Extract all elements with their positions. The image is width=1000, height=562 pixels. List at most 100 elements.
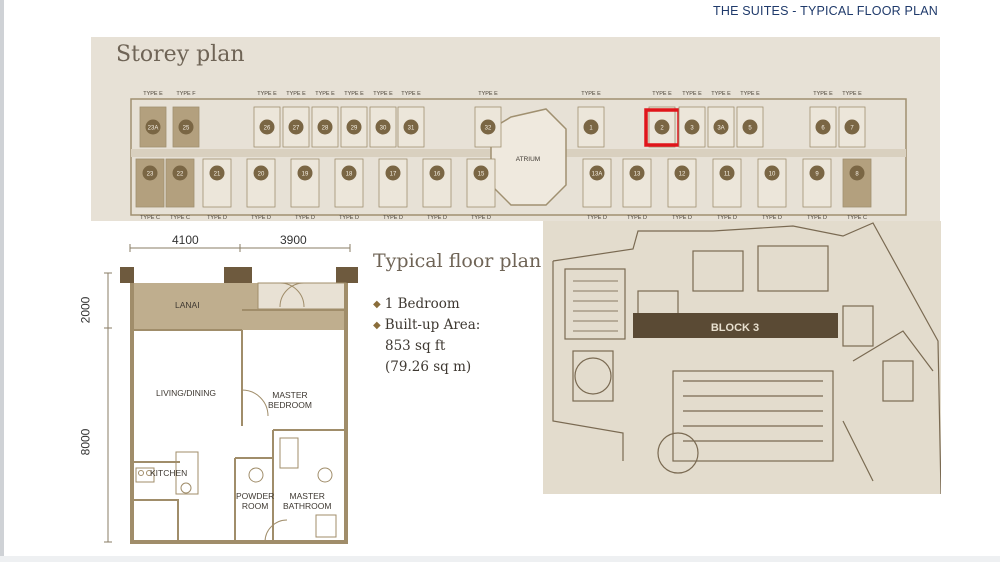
unit-type-label: TYPE C — [140, 215, 160, 221]
unit-type-label: TYPE D — [627, 215, 647, 221]
unit-marker — [713, 119, 729, 135]
built-up-area-label: Built-up Area: — [384, 317, 481, 333]
unit-number: 1 — [589, 126, 593, 132]
typical-heading: Typical floor plan — [373, 250, 542, 272]
unit-type-label: TYPE D — [762, 215, 782, 221]
unit-marker — [742, 119, 758, 135]
site-plan-drawing: BLOCK 3 — [552, 222, 941, 494]
room-label-kitchen: KITCHEN — [150, 468, 188, 478]
page-left-rule — [0, 0, 4, 562]
unit-number: 19 — [302, 172, 309, 178]
unit-type-label: TYPE E — [315, 91, 335, 97]
diamond-bullet-icon: ◆ — [373, 299, 381, 310]
unit-marker — [654, 119, 670, 135]
unit-marker — [142, 165, 158, 181]
block-3-building — [633, 313, 838, 338]
unit-marker — [259, 119, 275, 135]
unit-type-label: TYPE D — [383, 215, 403, 221]
unit-marker — [849, 165, 865, 181]
unit-type-label: TYPE C — [847, 215, 867, 221]
unit-number: 7 — [850, 126, 854, 132]
unit-marker — [341, 165, 357, 181]
unit-plan-drawing — [104, 244, 358, 544]
unit-number: 8 — [855, 172, 859, 178]
room-label-master-bathroom: MASTER BATHROOM — [283, 491, 332, 511]
unit-marker — [178, 119, 194, 135]
unit-number: 29 — [351, 126, 358, 132]
area-sqm: (79.26 sq m) — [385, 359, 472, 375]
unit-marker — [297, 165, 313, 181]
unit-type-label: TYPE D — [295, 215, 315, 221]
pool — [757, 245, 829, 292]
storey-plan-title: Storey plan — [116, 42, 245, 67]
unit-type-label: TYPE E — [813, 91, 833, 97]
room-label-powder-room: POWDER ROOM — [236, 491, 275, 511]
storey-plan-drawing: ATRIUM 2 3A TYPE E 25 TYPE F 26 TYPE E 27 TYPE E 2… — [130, 91, 907, 221]
column — [336, 267, 358, 283]
unit-number: 31 — [408, 126, 415, 132]
unit-marker — [403, 119, 419, 135]
unit-type-label: TYPE E — [842, 91, 862, 97]
unit-cell — [135, 158, 165, 208]
room-label-lanai: LANAI — [175, 300, 200, 310]
unit-number: 5 — [748, 126, 752, 132]
built-up-area-line: ◆Built-up Area: — [373, 315, 553, 336]
atrium-label: ATRIUM — [516, 156, 540, 163]
unit-number: 3A — [717, 126, 724, 132]
unit-number: 18 — [346, 172, 353, 178]
unit-number: 13A — [592, 172, 603, 178]
unit-marker — [809, 165, 825, 181]
unit-marker — [764, 165, 780, 181]
unit-marker — [674, 165, 690, 181]
unit-type-label: TYPE D — [587, 215, 607, 221]
unit-marker — [815, 119, 831, 135]
unit-type-label: TYPE E — [373, 91, 393, 97]
unit-type-label: TYPE E — [682, 91, 702, 97]
unit-marker — [719, 165, 735, 181]
unit-type-label: TYPE E — [143, 91, 163, 97]
unit-number: 32 — [485, 126, 492, 132]
unit-type-label: TYPE E — [652, 91, 672, 97]
unit-type-label: TYPE F — [176, 91, 196, 97]
unit-number: 17 — [390, 172, 397, 178]
unit-number: 12 — [679, 172, 686, 178]
unit-type-label: TYPE E — [581, 91, 601, 97]
page-bottom-edge — [0, 556, 1000, 562]
unit-marker — [589, 165, 605, 181]
unit-type-label: TYPE D — [471, 215, 491, 221]
unit-type-label: TYPE D — [251, 215, 271, 221]
unit-type-label: TYPE E — [286, 91, 306, 97]
column — [224, 267, 252, 283]
unit-type-label: TYPE E — [740, 91, 760, 97]
page-title: THE SUITES - TYPICAL FLOOR PLAN — [713, 4, 938, 18]
unit-marker — [629, 165, 645, 181]
unit-cell — [757, 158, 787, 208]
unit-number: 21 — [214, 172, 221, 178]
unit-number: 9 — [815, 172, 819, 178]
unit-number: 13 — [634, 172, 641, 178]
unit-number: 25 — [183, 126, 190, 132]
area-sqft: 853 sq ft — [385, 338, 446, 354]
unit-type-label: TYPE E — [478, 91, 498, 97]
unit-marker — [480, 119, 496, 135]
unit-number: 16 — [434, 172, 441, 178]
parking-area — [564, 268, 626, 340]
unit-number: 10 — [769, 172, 776, 178]
unit-number: 20 — [258, 172, 265, 178]
bedroom-count-line: ◆1 Bedroom — [373, 294, 553, 315]
block-3-label: BLOCK 3 — [711, 322, 759, 334]
stove — [135, 467, 155, 483]
unit-number: 27 — [293, 126, 300, 132]
unit-marker — [684, 119, 700, 135]
unit-type-label: TYPE C — [170, 215, 190, 221]
unit-type-label: TYPE E — [344, 91, 364, 97]
room-label-master-bedroom: MASTER BEDROOM — [268, 390, 312, 410]
unit-floor-plan: 4100 3900 2000 8000 LANAI LIVING/DINING … — [78, 230, 370, 555]
unit-type-label: TYPE D — [672, 215, 692, 221]
site-boundary — [552, 222, 941, 494]
typical-floor-plan-info: Typical floor plan ◆1 Bedroom ◆Built-up … — [373, 250, 553, 378]
unit-number: 26 — [264, 126, 271, 132]
unit-type-label: TYPE D — [807, 215, 827, 221]
unit-number: 2 — [660, 126, 664, 132]
atrium — [490, 108, 567, 206]
